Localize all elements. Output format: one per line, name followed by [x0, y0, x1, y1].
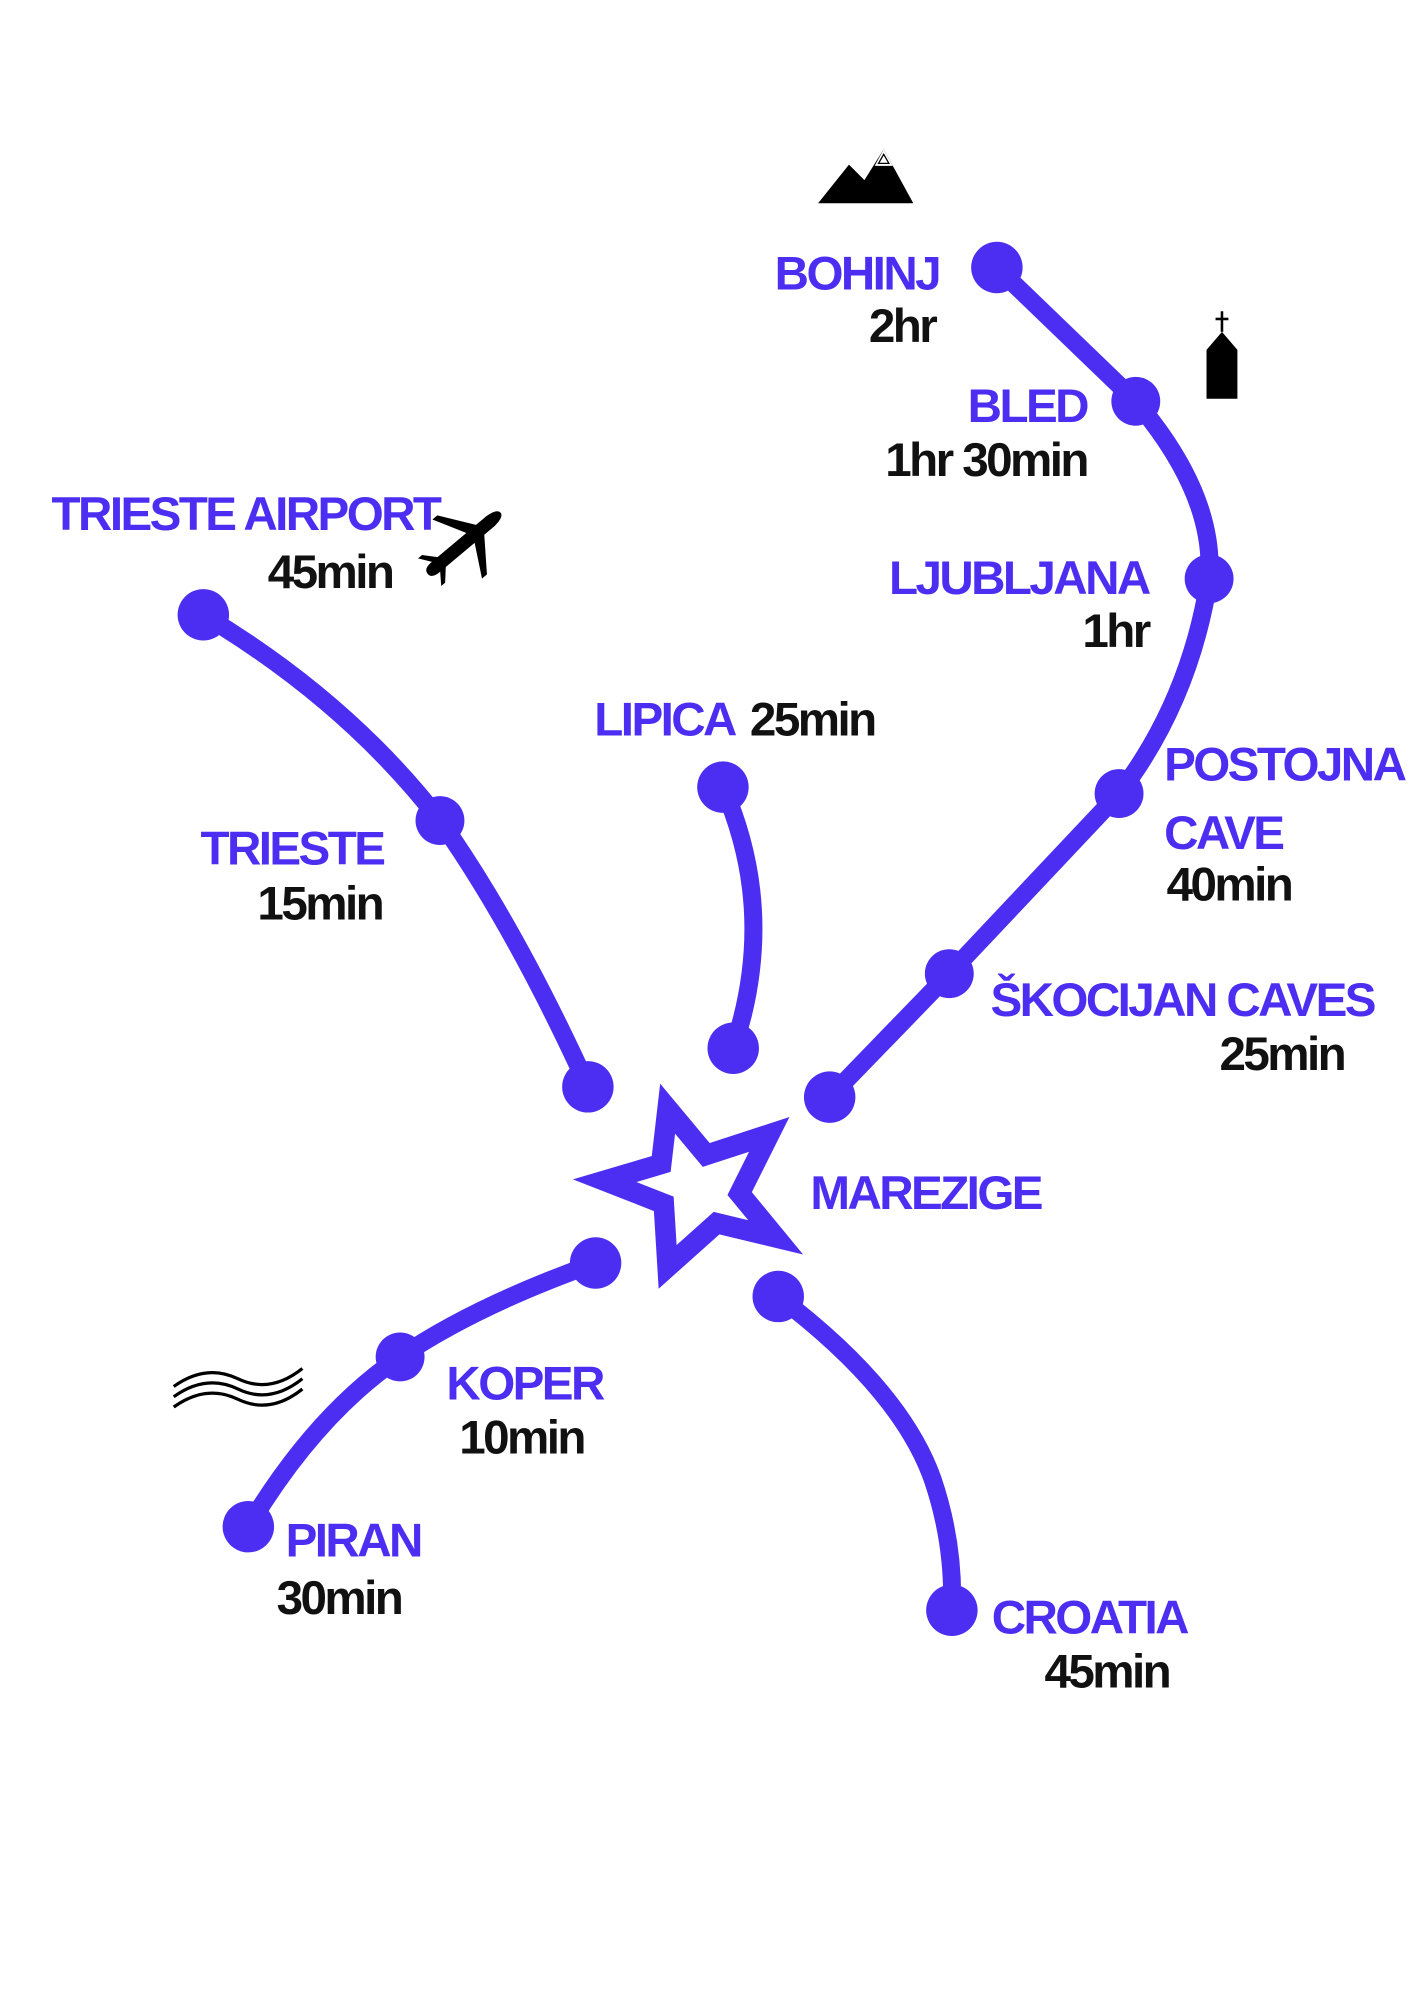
dot-ljubljana[interactable]	[1184, 554, 1234, 604]
dot-skocijan[interactable]	[924, 949, 974, 999]
time-croatia: 45min	[1044, 1645, 1169, 1698]
time-postojna: 40min	[1167, 858, 1292, 911]
time-ljubljana: 1hr	[1082, 605, 1150, 658]
dot-lipica[interactable]	[697, 761, 749, 813]
label-marezige: MAREZIGE	[810, 1167, 1041, 1220]
time-skocijan: 25min	[1219, 1028, 1344, 1081]
route-lipica	[713, 778, 763, 1058]
dot-trieste-end	[562, 1061, 614, 1113]
dot-bled[interactable]	[1111, 376, 1161, 426]
time-bohinj: 2hr	[869, 300, 937, 353]
label-trieste-airport: TRIESTE AIRPORT	[52, 488, 442, 541]
time-koper: 10min	[459, 1411, 584, 1464]
dot-trieste[interactable]	[415, 796, 465, 846]
dot-lipica-end	[707, 1022, 759, 1074]
label-trieste: TRIESTE	[200, 822, 384, 875]
dot-piran[interactable]	[222, 1500, 275, 1553]
label-bohinj: BOHINJ	[775, 247, 939, 300]
stop-dots	[177, 241, 1234, 1637]
label-koper: KOPER	[446, 1357, 605, 1410]
label-bled: BLED	[968, 380, 1088, 433]
star-icon	[572, 1083, 804, 1289]
route-croatia	[769, 1287, 962, 1620]
label-croatia: CROATIA	[992, 1591, 1189, 1644]
time-trieste: 15min	[257, 878, 382, 931]
label-postojna-cave: CAVE	[1164, 807, 1283, 860]
label-ljubljana: LJUBLJANA	[889, 552, 1151, 605]
airplane-icon	[418, 511, 502, 586]
time-bled: 1hr 30min	[885, 434, 1087, 487]
label-skocijan: ŠKOCIJAN CAVES	[990, 972, 1374, 1027]
mountain-icon	[818, 149, 914, 204]
dot-croatia-start	[752, 1270, 804, 1323]
time-piran: 30min	[277, 1572, 402, 1625]
dot-coast-end	[569, 1237, 622, 1289]
dot-croatia[interactable]	[926, 1584, 978, 1637]
label-piran: PIRAN	[286, 1514, 421, 1567]
label-lipica: LIPICA	[594, 694, 737, 747]
time-lipica: 25min	[750, 694, 875, 747]
label-postojna: POSTOJNA	[1164, 739, 1407, 792]
church-icon	[1206, 311, 1238, 399]
dot-koper[interactable]	[375, 1332, 425, 1382]
dot-northeast-end	[803, 1071, 856, 1123]
dot-bohinj[interactable]	[971, 241, 1023, 294]
dot-postojna[interactable]	[1094, 769, 1144, 819]
sea-waves-icon	[172, 1367, 304, 1409]
time-trieste-airport: 45min	[268, 546, 393, 599]
dot-trieste-airport[interactable]	[177, 589, 230, 641]
